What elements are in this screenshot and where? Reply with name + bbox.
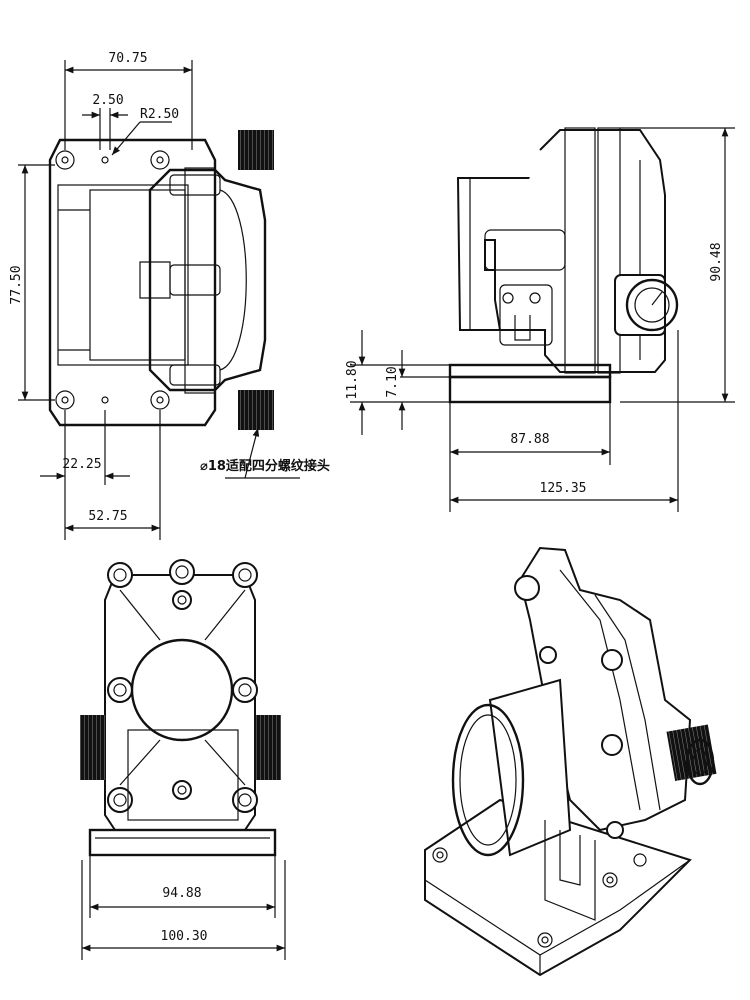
dim-base-len: 87.88 <box>510 432 549 447</box>
dim-base-h1: 11.80 <box>345 360 360 399</box>
dim-side-height: 90.48 <box>709 242 724 281</box>
dim-total-len: 125.35 <box>540 481 587 496</box>
connector-note: ⌀18适配四分螺纹接头 <box>200 458 330 474</box>
dim-top-width: 70.75 <box>108 51 147 66</box>
dim-offset-1: 22.25 <box>62 457 101 472</box>
top-view-dimensions: 70.75 2.50 R2.50 77.50 22.25 52.75 ⌀18适配… <box>9 51 330 540</box>
dim-front-w2: 100.30 <box>161 929 208 944</box>
isometric-view <box>424 546 717 977</box>
dim-base-h2: 7.10 <box>385 366 400 397</box>
dim-radius: R2.50 <box>140 107 179 122</box>
front-view <box>80 559 281 857</box>
side-view <box>448 127 679 404</box>
dim-small-hole: 2.50 <box>92 93 123 108</box>
side-view-dimensions: 90.48 11.80 7.10 87.88 125.35 <box>345 127 735 512</box>
dim-offset-2: 52.75 <box>88 509 127 524</box>
dim-front-w1: 94.88 <box>162 886 201 901</box>
top-view <box>48 130 274 430</box>
front-view-dimensions: 94.88 100.30 <box>81 855 286 960</box>
dim-height-left: 77.50 <box>9 265 24 304</box>
